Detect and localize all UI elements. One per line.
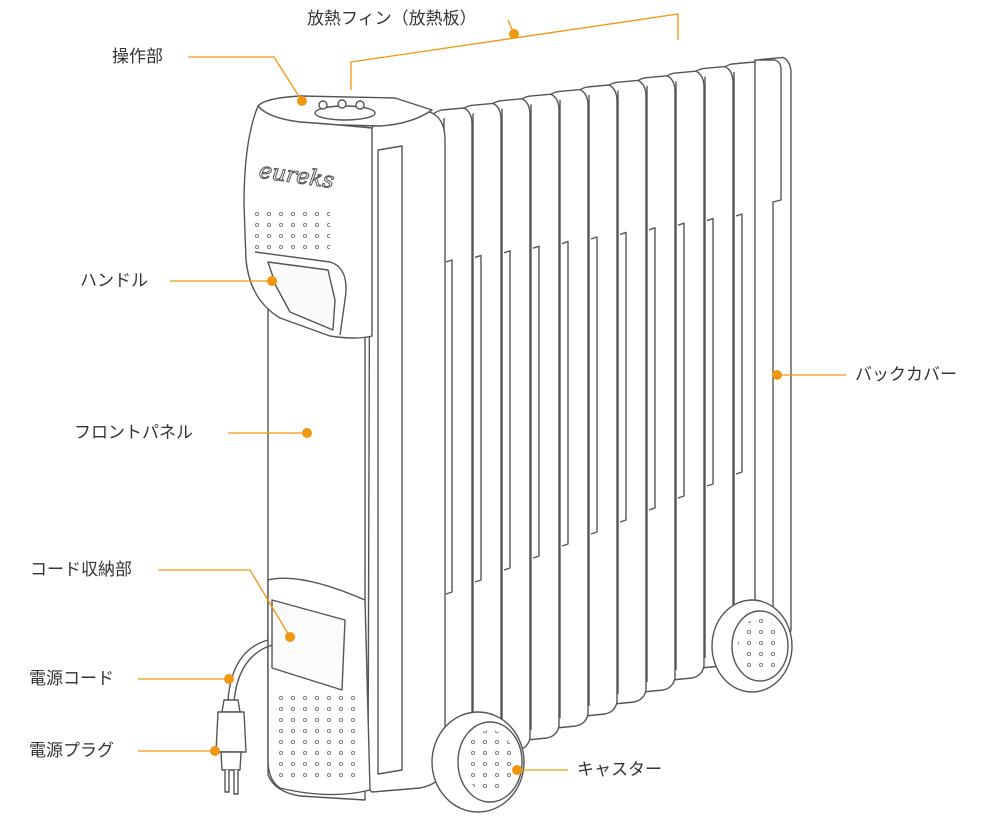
rear-caster-wheel (711, 599, 793, 693)
label-front-panel: フロントパネル (74, 423, 193, 443)
fin-groove (735, 213, 743, 475)
label-handle: ハンドル (80, 271, 148, 291)
fin-groove (706, 217, 714, 487)
fin-groove (503, 250, 511, 571)
leader-control (188, 56, 303, 102)
fin-groove (561, 240, 569, 547)
label-power-cord: 電源コード (29, 669, 114, 689)
fin-groove (532, 245, 540, 559)
dot-handle (267, 276, 277, 286)
label-cord-storage: コード収納部 (30, 560, 132, 580)
fin-groove (677, 222, 685, 499)
cord-storage-box (267, 577, 371, 796)
dot-cord-storage (285, 632, 295, 642)
fin-groove (474, 254, 482, 583)
dot-power-cord (224, 674, 234, 684)
label-control: 操作部 (112, 47, 163, 67)
leader-dots (210, 29, 782, 775)
power-cord-and-plug (215, 639, 273, 795)
front-caster-wheel (431, 711, 525, 813)
dot-fins (509, 29, 519, 39)
label-fins: 放熱フィン（放熱板） (307, 9, 477, 29)
label-power-plug: 電源プラグ (29, 741, 114, 761)
dot-power-plug (210, 746, 220, 756)
fin-groove (619, 231, 627, 523)
dot-caster (512, 765, 522, 775)
fin-groove (590, 236, 598, 535)
fin-groove (648, 227, 656, 511)
label-caster: キャスター (577, 760, 662, 780)
dot-control (297, 96, 307, 106)
leader-cord-storage (158, 569, 291, 638)
control-housing (243, 95, 433, 339)
radiator-fins (429, 56, 792, 777)
fin-groove (445, 259, 453, 595)
label-back-cover: バックカバー (855, 365, 957, 385)
dot-back-cover (772, 370, 782, 380)
dot-front-panel (302, 428, 312, 438)
